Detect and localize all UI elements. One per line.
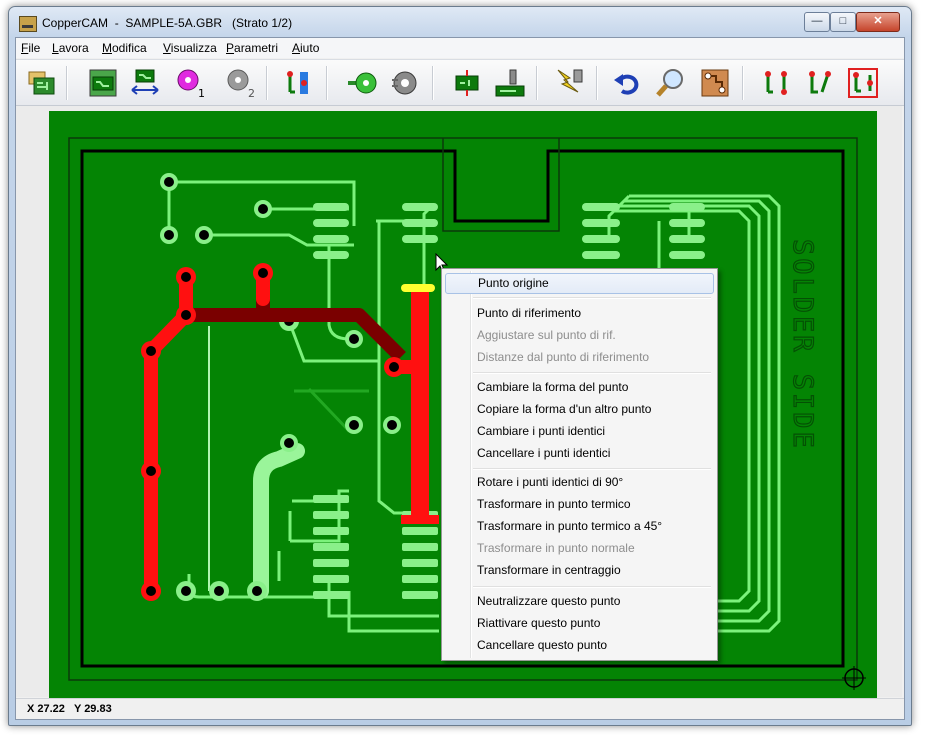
menu-item-punto-termico[interactable]: Trasformare in punto termico — [477, 497, 631, 511]
layer-label: SOLDER SIDE — [787, 239, 818, 451]
menu-item-cambiare-forma[interactable]: Cambiare la forma del punto — [477, 380, 629, 394]
contour-icon[interactable] — [452, 68, 482, 98]
board-icon[interactable] — [700, 68, 730, 98]
track-select-icon[interactable] — [284, 68, 314, 98]
menu-item-aggiustare-punto-rif: Aggiustare sul punto di rif. — [477, 328, 616, 342]
route-3-icon[interactable] — [848, 68, 878, 98]
drill-2-icon[interactable]: 2 — [224, 68, 255, 100]
menu-modifica[interactable]: Modifica — [102, 41, 147, 55]
menu-item-punto-termico-45[interactable]: Trasformare in punto termico a 45° — [477, 519, 663, 533]
menu-item-neutralizzare[interactable]: Neutralizzare questo punto — [477, 594, 621, 608]
menu-item-riattivare[interactable]: Riattivare questo punto — [477, 616, 601, 630]
undo-icon[interactable] — [612, 68, 642, 98]
route-1-icon[interactable] — [762, 68, 792, 98]
coppercam-app-icon[interactable] — [19, 16, 37, 32]
context-menu: Punto origine Punto di riferimento Aggiu… — [441, 268, 718, 661]
menu-item-cancellare-punto[interactable]: Cancellare questo punto — [477, 638, 608, 652]
minimize-button[interactable]: — — [804, 12, 830, 32]
status-x-coordinate: X 27.22 — [27, 703, 65, 715]
pcb-mirror-icon[interactable] — [130, 68, 160, 98]
svg-text:1: 1 — [198, 87, 205, 98]
menu-item-distanze-punto-rif: Distanze dal punto di riferimento — [477, 350, 650, 364]
menu-lavora[interactable]: Lavora — [52, 41, 89, 55]
window-title: CopperCAM - SAMPLE-5A.GBR (Strato 1/2) — [42, 16, 293, 30]
drill-1-icon[interactable]: 1 — [174, 68, 205, 100]
mill-icon[interactable] — [494, 68, 525, 98]
menu-item-punto-riferimento[interactable]: Punto di riferimento — [477, 306, 582, 320]
menu-item-punto-normale: Trasformare in punto normale — [477, 541, 635, 555]
menu-visualizza[interactable]: Visualizza — [163, 41, 217, 55]
electric-icon[interactable] — [554, 68, 584, 98]
pad-icon[interactable] — [346, 68, 377, 98]
menu-item-copiare-forma[interactable]: Copiare la forma d'un altro punto — [477, 402, 652, 416]
menu-item-cambiare-identici[interactable]: Cambiare i punti identici — [477, 424, 606, 438]
title-bar[interactable]: CopperCAM - SAMPLE-5A.GBR (Strato 1/2) —… — [9, 7, 911, 37]
menu-item-punto-origine[interactable]: Punto origine — [445, 273, 714, 294]
menu-bar: File Lavora Modifica Visualizza Parametr… — [16, 38, 904, 58]
close-button[interactable]: ✕ — [856, 12, 900, 32]
toolbar: 1 2 — [16, 59, 904, 106]
menu-aiuto[interactable]: Aiuto — [292, 41, 320, 55]
menu-item-cancellare-identici[interactable]: Cancellare i punti identici — [477, 446, 611, 460]
open-file-icon[interactable] — [26, 68, 56, 98]
menu-item-rotare-90[interactable]: Rotare i punti identici di 90° — [477, 475, 624, 489]
status-bar: X 27.22 Y 29.83 — [16, 698, 904, 719]
svg-text:2: 2 — [248, 87, 255, 98]
menu-item-centraggio[interactable]: Transformare in centraggio — [477, 563, 621, 577]
status-y-coordinate: Y 29.83 — [74, 703, 112, 715]
route-2-icon[interactable] — [806, 68, 836, 98]
pad-grey-icon[interactable] — [390, 68, 420, 98]
menu-parametri[interactable]: Parametri — [226, 41, 279, 55]
maximize-button[interactable]: □ — [830, 12, 856, 32]
menu-file[interactable]: File — [21, 41, 41, 55]
zoom-icon[interactable] — [656, 68, 686, 98]
pcb-view-icon[interactable] — [88, 68, 118, 98]
